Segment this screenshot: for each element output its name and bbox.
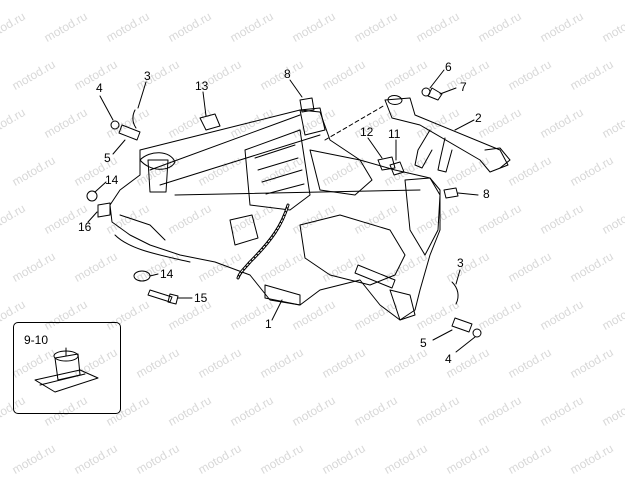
- callout-8-right: 8: [483, 187, 490, 201]
- center-bracket: [244, 107, 373, 211]
- inset-clip-drawing: [34, 350, 99, 393]
- wiring-harness: [236, 203, 290, 280]
- callout-16: 16: [78, 220, 92, 234]
- callout-3-right: 3: [457, 256, 464, 270]
- callout-3-left: 3: [144, 69, 151, 83]
- main-frame: [109, 109, 441, 321]
- callout-13: 13: [195, 79, 209, 93]
- inset-box: [13, 322, 121, 414]
- callout-15: 15: [194, 291, 208, 305]
- callout-2: 2: [475, 111, 482, 125]
- callout-5-right: 5: [420, 336, 427, 350]
- callout-7: 7: [460, 80, 467, 94]
- small-parts: [86, 87, 482, 338]
- callout-5-left: 5: [104, 151, 111, 165]
- callout-4-left: 4: [96, 81, 103, 95]
- callout-14-top: 14: [105, 173, 119, 187]
- callout-12: 12: [360, 125, 374, 139]
- leader-lines: [65, 69, 479, 357]
- callout-14-bottom: 14: [160, 267, 174, 281]
- inset-label: 9-10: [24, 333, 49, 347]
- callout-8-top: 8: [284, 67, 291, 81]
- callout-1: 1: [265, 317, 272, 331]
- callout-11: 11: [388, 127, 401, 141]
- callout-4-right: 4: [445, 352, 452, 366]
- part-2-bracket: [384, 95, 511, 173]
- callout-6: 6: [445, 60, 452, 74]
